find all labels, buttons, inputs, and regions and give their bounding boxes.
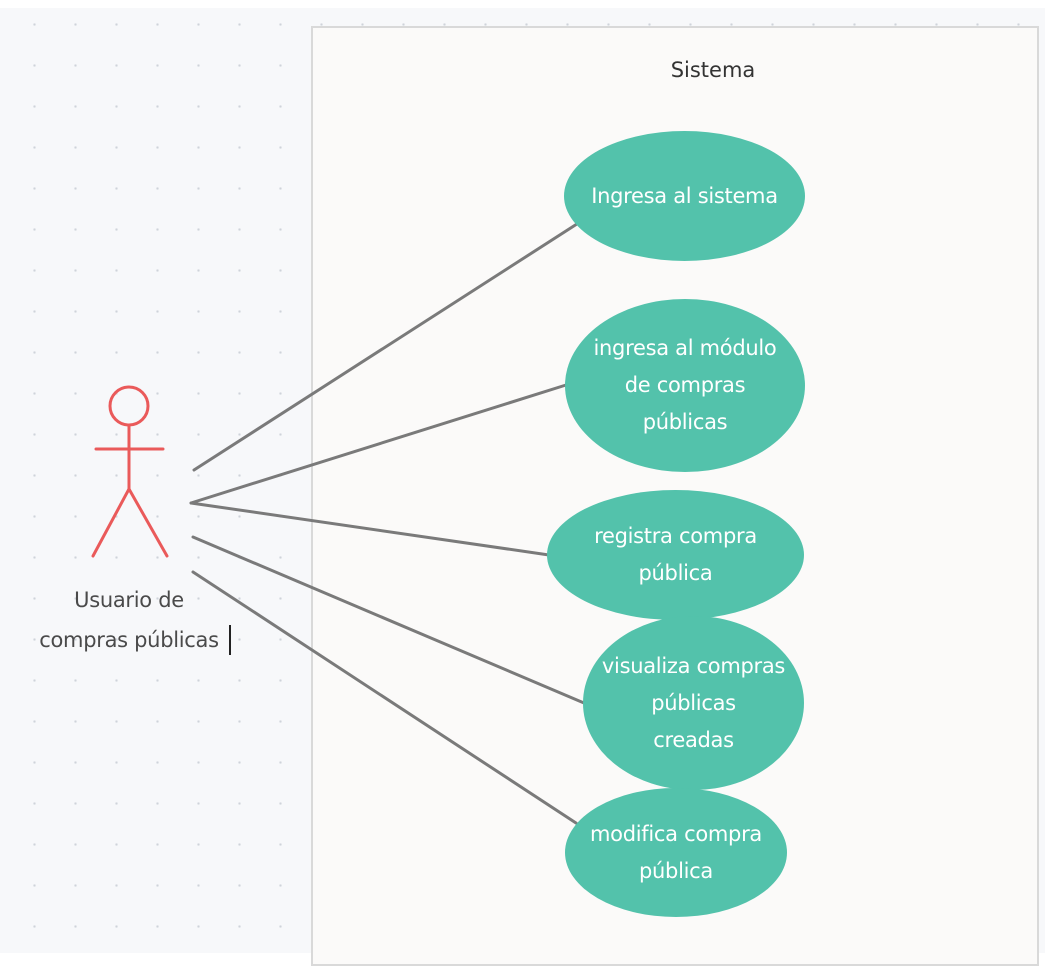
use-case-label: registra compra pública: [594, 524, 757, 585]
use-case-ingresa-al-sistema[interactable]: Ingresa al sistema: [564, 131, 805, 261]
use-case-registra-compra[interactable]: registra compra pública: [547, 490, 804, 620]
use-case-modifica-compra[interactable]: modifica compra pública: [565, 788, 787, 917]
use-case-visualiza-compras[interactable]: visualiza compras públicas creadas: [583, 616, 804, 790]
system-title: Sistema: [670, 58, 756, 82]
use-case-label: visualiza compras públicas creadas: [601, 653, 786, 752]
use-case-ingresa-modulo-compras[interactable]: ingresa al módulo de compras públicas: [565, 299, 805, 472]
actor-head: [108, 385, 150, 427]
association-line-4[interactable]: [191, 535, 586, 705]
actor-left-leg: [91, 487, 131, 558]
use-case-label: ingresa al módulo de compras públicas: [593, 336, 777, 434]
text-caret: [229, 625, 231, 655]
association-line-1[interactable]: [192, 220, 582, 472]
use-case-label: modifica compra pública: [590, 821, 762, 883]
actor-right-leg: [127, 487, 169, 558]
actor-label[interactable]: Usuario de compras públicas: [39, 588, 219, 652]
association-line-3[interactable]: [189, 501, 551, 557]
actor-figure[interactable]: [91, 385, 169, 558]
use-case-label: Ingresa al sistema: [591, 183, 778, 208]
association-line-5[interactable]: [191, 570, 578, 825]
canvas-top-edge: [0, 0, 1045, 8]
association-line-2[interactable]: [189, 383, 568, 505]
